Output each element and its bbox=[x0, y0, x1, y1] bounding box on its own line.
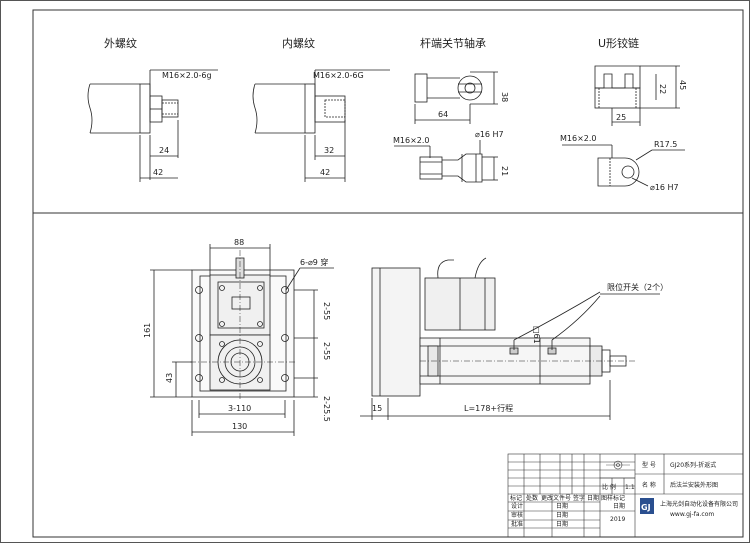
rod-end-bore: ⌀16 H7 bbox=[475, 130, 504, 139]
view-title-rod-end-bearing: 杆端关节轴承 bbox=[420, 36, 486, 50]
body-diameter-label: □61 bbox=[532, 326, 541, 344]
limit-switch-label: 限位开关（2个） bbox=[607, 282, 668, 292]
u-clevis-dim-25: 25 bbox=[616, 113, 626, 122]
drawing-year: 2019 bbox=[610, 516, 625, 523]
side-view bbox=[360, 257, 660, 420]
scale-label: 比 例 bbox=[602, 483, 616, 491]
rod-end-bearing-view bbox=[394, 71, 498, 183]
col-header-change-doc: 更改文件号 bbox=[541, 494, 571, 502]
front-holes-callout: 6-⌀9 穿 bbox=[300, 257, 328, 267]
mount-hole bbox=[195, 334, 203, 342]
front-dim-43: 43 bbox=[165, 373, 174, 383]
external-thread-dim-24: 24 bbox=[159, 146, 169, 155]
external-thread-view bbox=[87, 69, 218, 182]
row-approve-label: 批准 bbox=[511, 520, 523, 528]
u-clevis-bore: ⌀16 H7 bbox=[650, 183, 679, 192]
mount-hole bbox=[195, 286, 203, 294]
name-value: 后法兰安装外形图 bbox=[670, 481, 718, 489]
rod-end-dim-21: 21 bbox=[500, 166, 509, 176]
view-title-external-thread: 外螺纹 bbox=[104, 36, 137, 50]
company-logo: GJ bbox=[640, 498, 654, 514]
col-header-date: 日期 bbox=[587, 494, 599, 502]
type-value: GJ20系列-折返式 bbox=[670, 461, 716, 469]
inner-frame bbox=[32, 9, 744, 538]
col-header-mark: 标记 bbox=[510, 494, 522, 502]
view-title-u-clevis: U形铰链 bbox=[598, 36, 639, 50]
internal-thread-label: M16×2.0-6G bbox=[313, 71, 364, 80]
u-clevis-thread: M16×2.0 bbox=[560, 134, 597, 143]
rod-end-dim-64: 64 bbox=[438, 110, 448, 119]
u-clevis-dim-45: 45 bbox=[678, 80, 687, 90]
col-header-signature: 签字 bbox=[573, 494, 585, 502]
rod-end-thread: M16×2.0 bbox=[393, 136, 430, 145]
company-name: 上海光剑自动化设备有限公司 bbox=[660, 500, 738, 508]
front-dim-88: 88 bbox=[234, 238, 244, 247]
type-label: 型 号 bbox=[642, 461, 656, 469]
side-flange bbox=[371, 267, 421, 397]
u-clevis-dim-22: 22 bbox=[658, 84, 667, 94]
name-label: 名 称 bbox=[642, 481, 656, 489]
front-dim-3-110: 3-110 bbox=[228, 404, 251, 413]
rod-end-dim-38: 38 bbox=[500, 92, 509, 102]
mount-hole bbox=[195, 374, 203, 382]
front-dim-2-55-b: 2-55 bbox=[322, 342, 331, 360]
u-clevis-view bbox=[562, 65, 685, 187]
front-dim-161: 161 bbox=[143, 323, 152, 338]
side-dim-length: L=178+行程 bbox=[464, 403, 513, 413]
header-date-label: 日期 bbox=[613, 502, 625, 510]
mount-hole bbox=[281, 374, 289, 382]
svg-text:GJ: GJ bbox=[641, 503, 651, 512]
col-header-drawing-mark: 图样标记 bbox=[601, 494, 625, 502]
front-dim-2-55-a: 2-55 bbox=[322, 302, 331, 320]
title-block bbox=[507, 453, 744, 538]
front-view bbox=[150, 244, 334, 436]
company-website: www.gj-fa.com bbox=[670, 511, 714, 518]
view-title-internal-thread: 内螺纹 bbox=[282, 36, 315, 50]
mount-hole bbox=[281, 334, 289, 342]
col-header-count: 处数 bbox=[526, 494, 538, 502]
row-review-label: 审核 bbox=[511, 511, 523, 519]
u-clevis-radius: R17.5 bbox=[654, 140, 677, 149]
scale-value: 1:1 bbox=[625, 484, 635, 491]
row-design-date: 日期 bbox=[556, 502, 568, 510]
row-approve-date: 日期 bbox=[556, 520, 568, 528]
internal-thread-dim-42: 42 bbox=[320, 168, 330, 177]
mount-hole bbox=[281, 286, 289, 294]
internal-thread-view bbox=[252, 69, 390, 182]
front-dim-130: 130 bbox=[232, 422, 247, 431]
row-review-date: 日期 bbox=[556, 511, 568, 519]
side-dim-15: 15 bbox=[372, 404, 382, 413]
row-design-label: 设计 bbox=[511, 502, 523, 510]
front-dim-2-25-5: 2-25.5 bbox=[322, 396, 331, 422]
internal-thread-dim-32: 32 bbox=[324, 146, 334, 155]
external-thread-label: M16×2.0-6g bbox=[162, 71, 212, 80]
external-thread-dim-42: 42 bbox=[153, 168, 163, 177]
